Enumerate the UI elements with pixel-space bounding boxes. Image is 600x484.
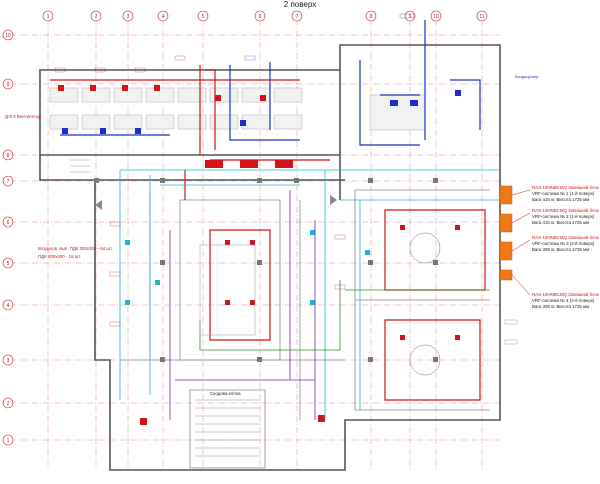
indoor-units [125,230,370,305]
axis-row-label: 8 [7,153,10,159]
axis-col-label: 11 [479,14,484,20]
refrigerant-piping [119,169,500,420]
note-outdoor-2b: VRF-система № 2 (1-й поверх) [532,214,595,219]
axis-col-label: 1 [47,14,50,20]
axis-col-label: 10 [433,14,439,20]
exhaust-units [62,90,461,134]
note-conditioner: Кондиціонер [515,74,539,79]
note-outdoor-4c: Вага 308 кг, Висота 1725 мм [532,304,589,309]
axis-col-label: 7 [296,14,299,20]
row-axis-markers [2,29,14,446]
note-outdoor-3: RAS-10HNBCMQ Зовнішній блок [532,235,599,240]
interior-walls [120,189,490,469]
note-outdoor-4: RAS-10HNBCMQ Зовнішній блок [532,292,599,297]
axis-row-label: 1 [7,438,10,444]
axis-row-label: 2 [7,401,10,407]
note-diffusers-2: ПДК 400х400 - 16 шт. [38,254,81,259]
axis-col-label: 9 [409,14,412,20]
axis-row-label: 7 [7,179,10,185]
note-stairwell: Сходова клітка [210,391,241,396]
note-outdoor-2: RAS-10HNBCMQ Зовнішній блок [532,208,599,213]
axis-row-label: 9 [7,82,10,88]
heating-piping [169,190,316,420]
axis-row-label: 6 [7,220,10,226]
axis-col-label: 6 [259,14,262,20]
note-outdoor-1c: Вага 415 кг, Висота 1725 мм [532,197,589,202]
row-axis-labels: 10 9 8 7 6 5 4 3 2 1 [5,33,11,444]
stairs [70,159,260,457]
page-title: 2 поверх [283,0,317,9]
note-left-fan: Д-8.3 Вентилятор [5,114,41,119]
axis-col-label: 8 [370,14,373,20]
supply-units [58,85,460,425]
note-diffusers: Воздухов. вып. ПДК 300х300 - 64 шт. [38,246,113,251]
note-outdoor-1b: VRF-система № 1 (1-й поверх) [532,191,595,196]
equipment-tags [54,13,518,345]
axis-col-label: 3 [127,14,130,20]
axis-col-label: 5 [202,14,205,20]
note-outdoor-3b: VRF-система № 3 (2-й поверх) [532,241,595,246]
axis-row-label: 4 [7,303,10,309]
exhaust-ducts [60,20,481,146]
note-outdoor-3c: Вага 308 кг, Висота 1725 мм [532,247,589,252]
note-outdoor-4b: VRF-система № 4 (2-й поверх) [532,298,595,303]
axis-row-label: 3 [7,358,10,364]
note-outdoor-2c: Вага 415 кг, Висота 1725 мм [532,220,589,225]
entry-arrows [95,195,337,210]
office-desks [49,87,426,131]
column-axis-markers [42,10,488,22]
structural-columns [94,178,438,362]
axis-row-label: 5 [7,261,10,267]
column-axis-labels: 1 2 3 4 5 6 7 8 9 10 11 [47,14,485,20]
note-outdoor-1: RAS-10HNBCMQ Зовнішній блок [532,185,599,190]
axis-row-label: 10 [5,33,11,39]
axis-col-label: 4 [162,14,165,20]
axis-col-label: 2 [95,14,98,20]
outdoor-unit-leaders [511,189,531,296]
outdoor-units [499,185,513,281]
restaurant-tables [199,232,441,376]
